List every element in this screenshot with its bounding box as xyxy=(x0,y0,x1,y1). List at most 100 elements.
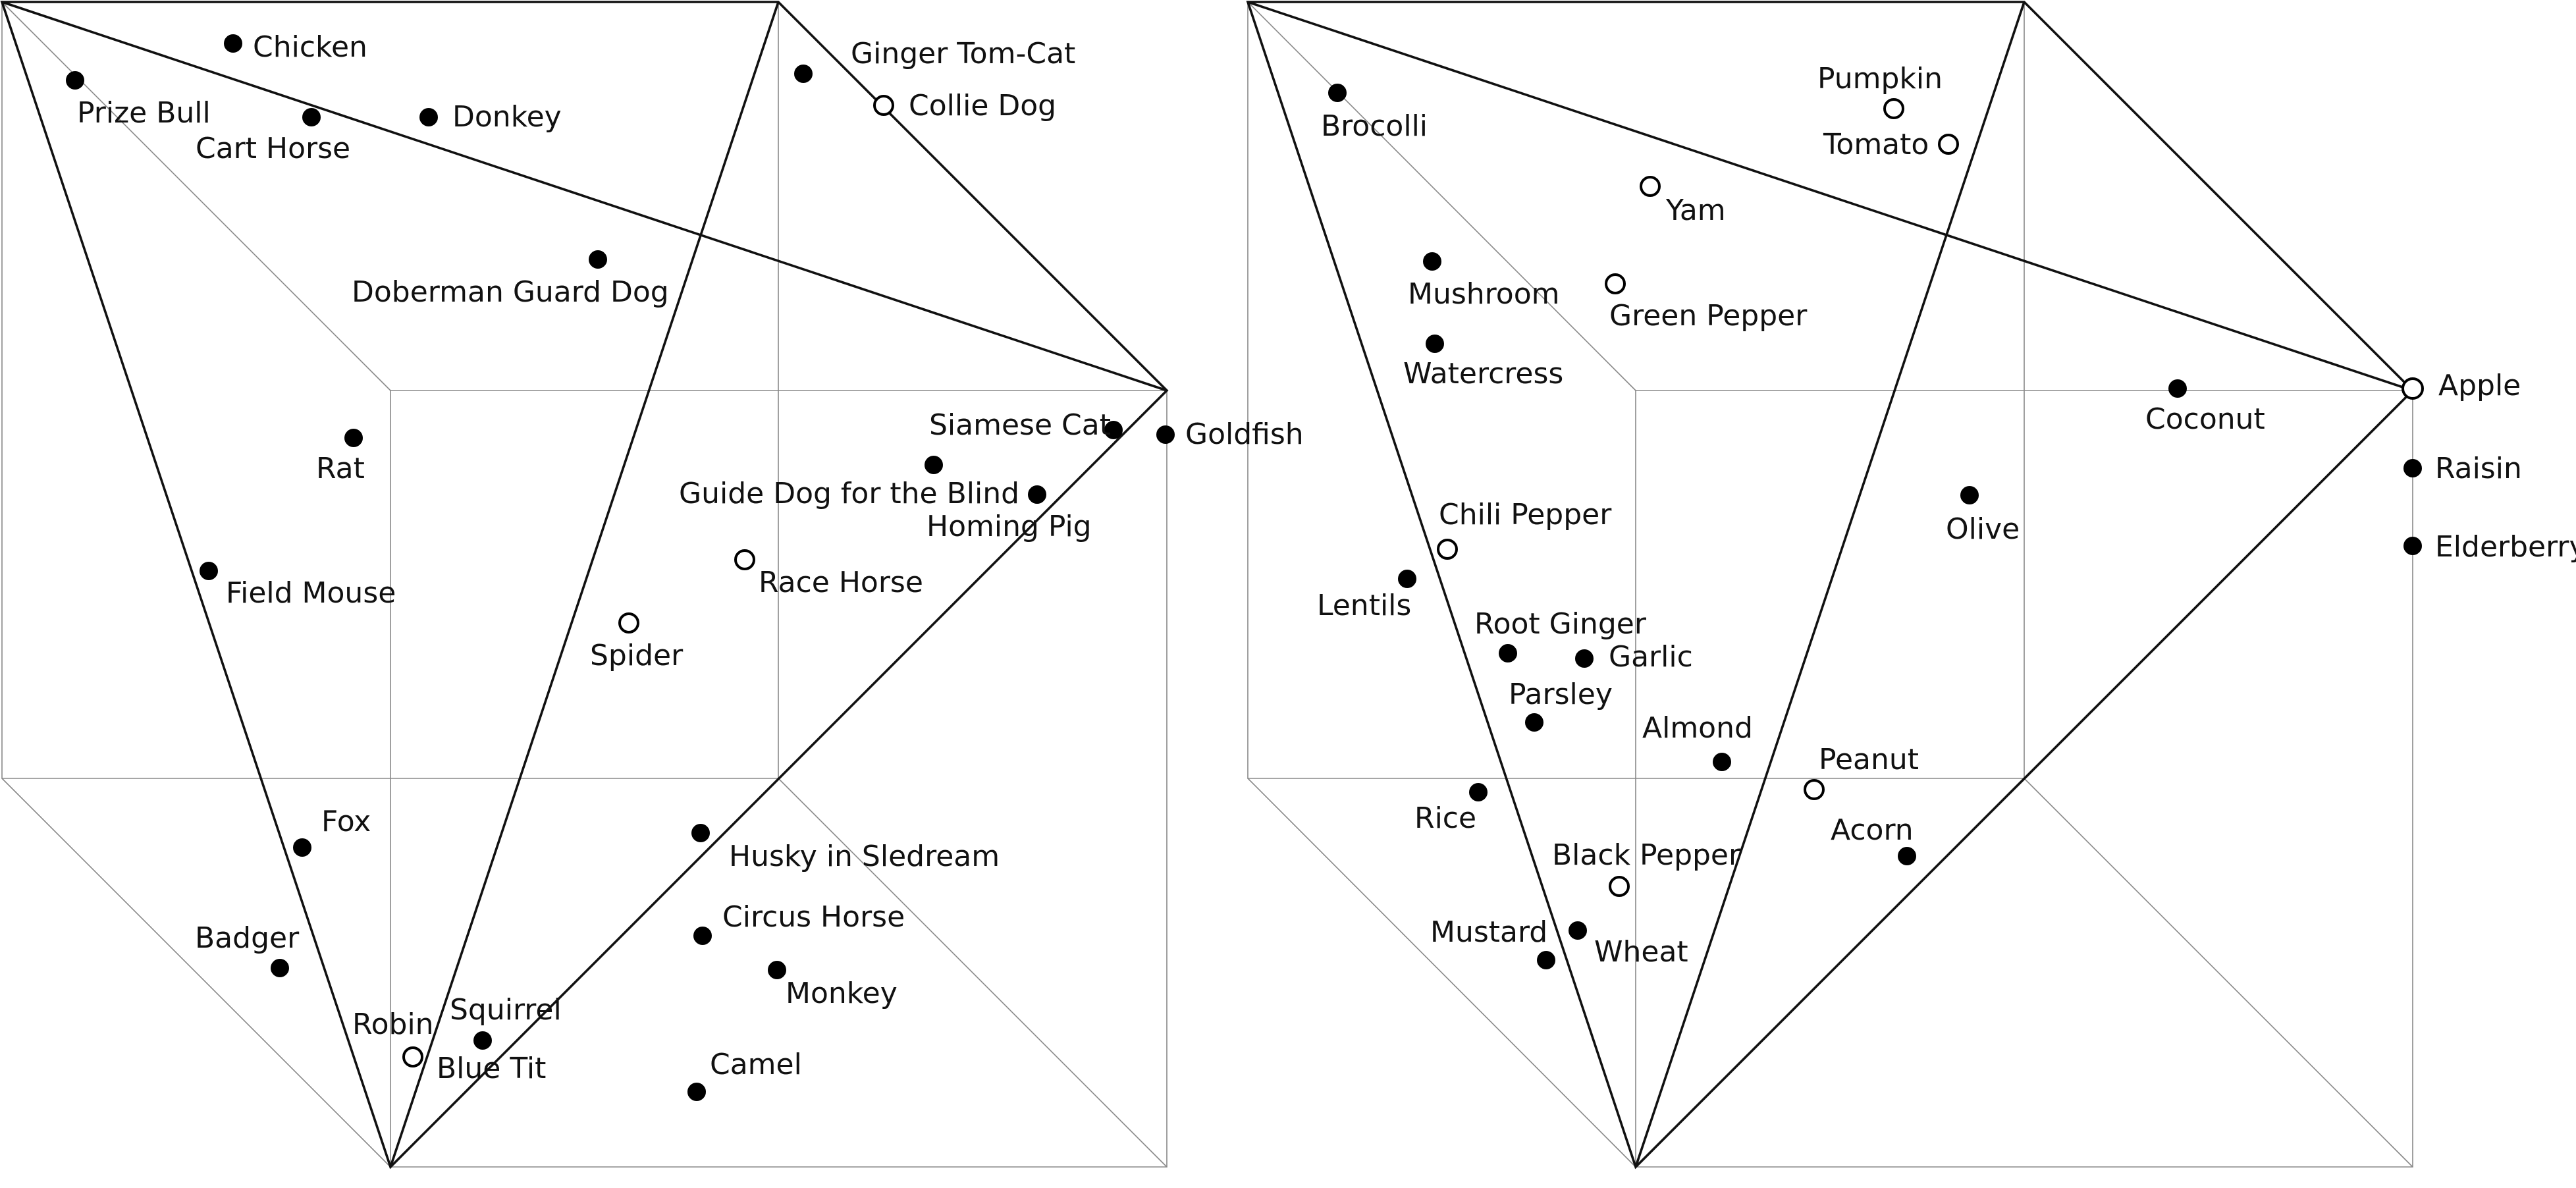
point-label: Prize Bull xyxy=(77,96,211,130)
point-label: Coconut xyxy=(2145,402,2265,436)
point-elderberry: Elderberry xyxy=(2403,530,2576,564)
point-marker xyxy=(293,838,311,857)
point-marker xyxy=(589,250,607,269)
foods-tetra-edge-2 xyxy=(1634,1,2026,1168)
point-marker xyxy=(1437,539,1458,560)
point-label: Camel xyxy=(710,1048,802,1081)
point-parsley: Parsley xyxy=(1509,678,1613,732)
point-fox: Fox xyxy=(293,805,371,857)
point-black-pepper: Black Pepper xyxy=(1552,838,1741,897)
foods-cube-edge-tl xyxy=(1247,1,1636,391)
point-prize-bull: Prize Bull xyxy=(66,71,211,130)
point-field-mouse: Field Mouse xyxy=(200,562,396,610)
point-marker xyxy=(66,71,84,90)
point-marker xyxy=(1028,485,1046,504)
point-monkey: Monkey xyxy=(768,961,898,1010)
point-label: Monkey xyxy=(786,977,898,1010)
point-marker xyxy=(473,1031,492,1050)
point-label: Olive xyxy=(1946,512,2020,546)
point-root-ginger: Root Ginger xyxy=(1474,607,1647,662)
point-label: Homing Pig xyxy=(926,510,1092,543)
point-marker xyxy=(691,824,710,842)
point-marker xyxy=(1569,921,1587,940)
point-wheat: Wheat xyxy=(1569,921,1688,969)
point-acorn: Acorn xyxy=(1831,813,1916,865)
point-almond: Almond xyxy=(1642,711,1753,771)
point-robin: Robin xyxy=(352,1008,434,1067)
point-marker xyxy=(693,927,712,945)
point-marker xyxy=(1423,252,1441,271)
point-cart-horse: Cart Horse xyxy=(196,108,350,165)
point-label: Mustard xyxy=(1430,915,1547,949)
point-marker xyxy=(2168,379,2187,398)
point-marker xyxy=(1537,951,1555,969)
point-label: Donkey xyxy=(452,100,562,134)
point-marker xyxy=(873,95,894,116)
point-marker xyxy=(734,549,755,570)
point-marker xyxy=(1605,273,1626,294)
point-label: Parsley xyxy=(1509,678,1613,711)
point-coconut: Coconut xyxy=(2145,379,2265,436)
point-label: Doberman Guard Dog xyxy=(352,275,669,309)
animals-tetra-edge-1 xyxy=(1,1,1167,392)
point-apple: Apple xyxy=(2402,369,2521,402)
point-marker xyxy=(1426,335,1444,353)
point-label: Chicken xyxy=(253,30,367,64)
point-camel: Camel xyxy=(687,1048,802,1101)
point-label: Peanut xyxy=(1819,743,1919,776)
animals-cube-edge-br xyxy=(778,778,1167,1168)
point-marker xyxy=(1804,779,1825,800)
point-marker xyxy=(1938,134,1959,155)
point-label: Pumpkin xyxy=(1817,62,1943,95)
point-marker xyxy=(1328,84,1347,102)
point-marker xyxy=(1499,644,1517,662)
point-race-horse: Race Horse xyxy=(734,549,923,599)
point-marker xyxy=(1609,876,1630,897)
point-marker xyxy=(768,961,786,979)
point-marker xyxy=(2403,537,2422,555)
point-label: Siamese Cat xyxy=(929,408,1111,442)
point-yam: Yam xyxy=(1640,176,1726,227)
animals-cube-edge-bl xyxy=(1,778,391,1168)
point-marker xyxy=(344,429,363,447)
point-label: Lentils xyxy=(1317,589,1411,622)
point-donkey: Donkey xyxy=(419,100,562,134)
point-tomato: Tomato xyxy=(1823,128,1959,161)
point-marker xyxy=(687,1083,706,1101)
point-label: Chili Pepper xyxy=(1439,498,1612,531)
point-label: Acorn xyxy=(1831,813,1914,847)
animals-tetra-edge-2 xyxy=(389,1,780,1168)
point-label: Rat xyxy=(316,452,365,485)
point-chicken: Chicken xyxy=(224,30,367,64)
point-label: Cart Horse xyxy=(196,132,350,165)
point-guide-dog-for-the-blind: Guide Dog for the Blind xyxy=(679,456,1019,510)
point-marker xyxy=(2402,377,2424,400)
point-label: Goldfish xyxy=(1185,418,1304,451)
point-marker xyxy=(1398,570,1416,588)
point-label: Green Pepper xyxy=(1609,299,1808,333)
point-marker xyxy=(925,456,943,474)
point-label: Mushroom xyxy=(1408,277,1559,311)
foods-cube-edge-br xyxy=(2024,778,2413,1168)
point-marker xyxy=(224,34,242,53)
point-watercress: Watercress xyxy=(1403,335,1563,391)
point-squirrel: Squirrel xyxy=(450,993,562,1050)
point-label: Root Ginger xyxy=(1474,607,1647,641)
point-label: Squirrel xyxy=(450,993,562,1027)
point-marker xyxy=(200,562,218,580)
point-doberman-guard-dog: Doberman Guard Dog xyxy=(352,250,669,309)
point-label: Watercress xyxy=(1403,357,1563,391)
point-marker xyxy=(1898,847,1916,865)
point-label: Wheat xyxy=(1594,935,1688,969)
point-label: Yam xyxy=(1665,194,1726,227)
point-label: Blue Tit xyxy=(437,1052,546,1085)
point-label: Almond xyxy=(1642,711,1753,745)
foods-points: Brocolli Pumpkin Tomato Yam Mushroom Gre… xyxy=(1317,62,2576,969)
point-marker xyxy=(1640,176,1661,197)
point-label: Race Horse xyxy=(759,566,923,599)
point-label: Apple xyxy=(2438,369,2521,402)
point-label: Brocolli xyxy=(1321,109,1428,143)
point-label: Robin xyxy=(352,1008,434,1041)
point-marker xyxy=(402,1046,423,1067)
